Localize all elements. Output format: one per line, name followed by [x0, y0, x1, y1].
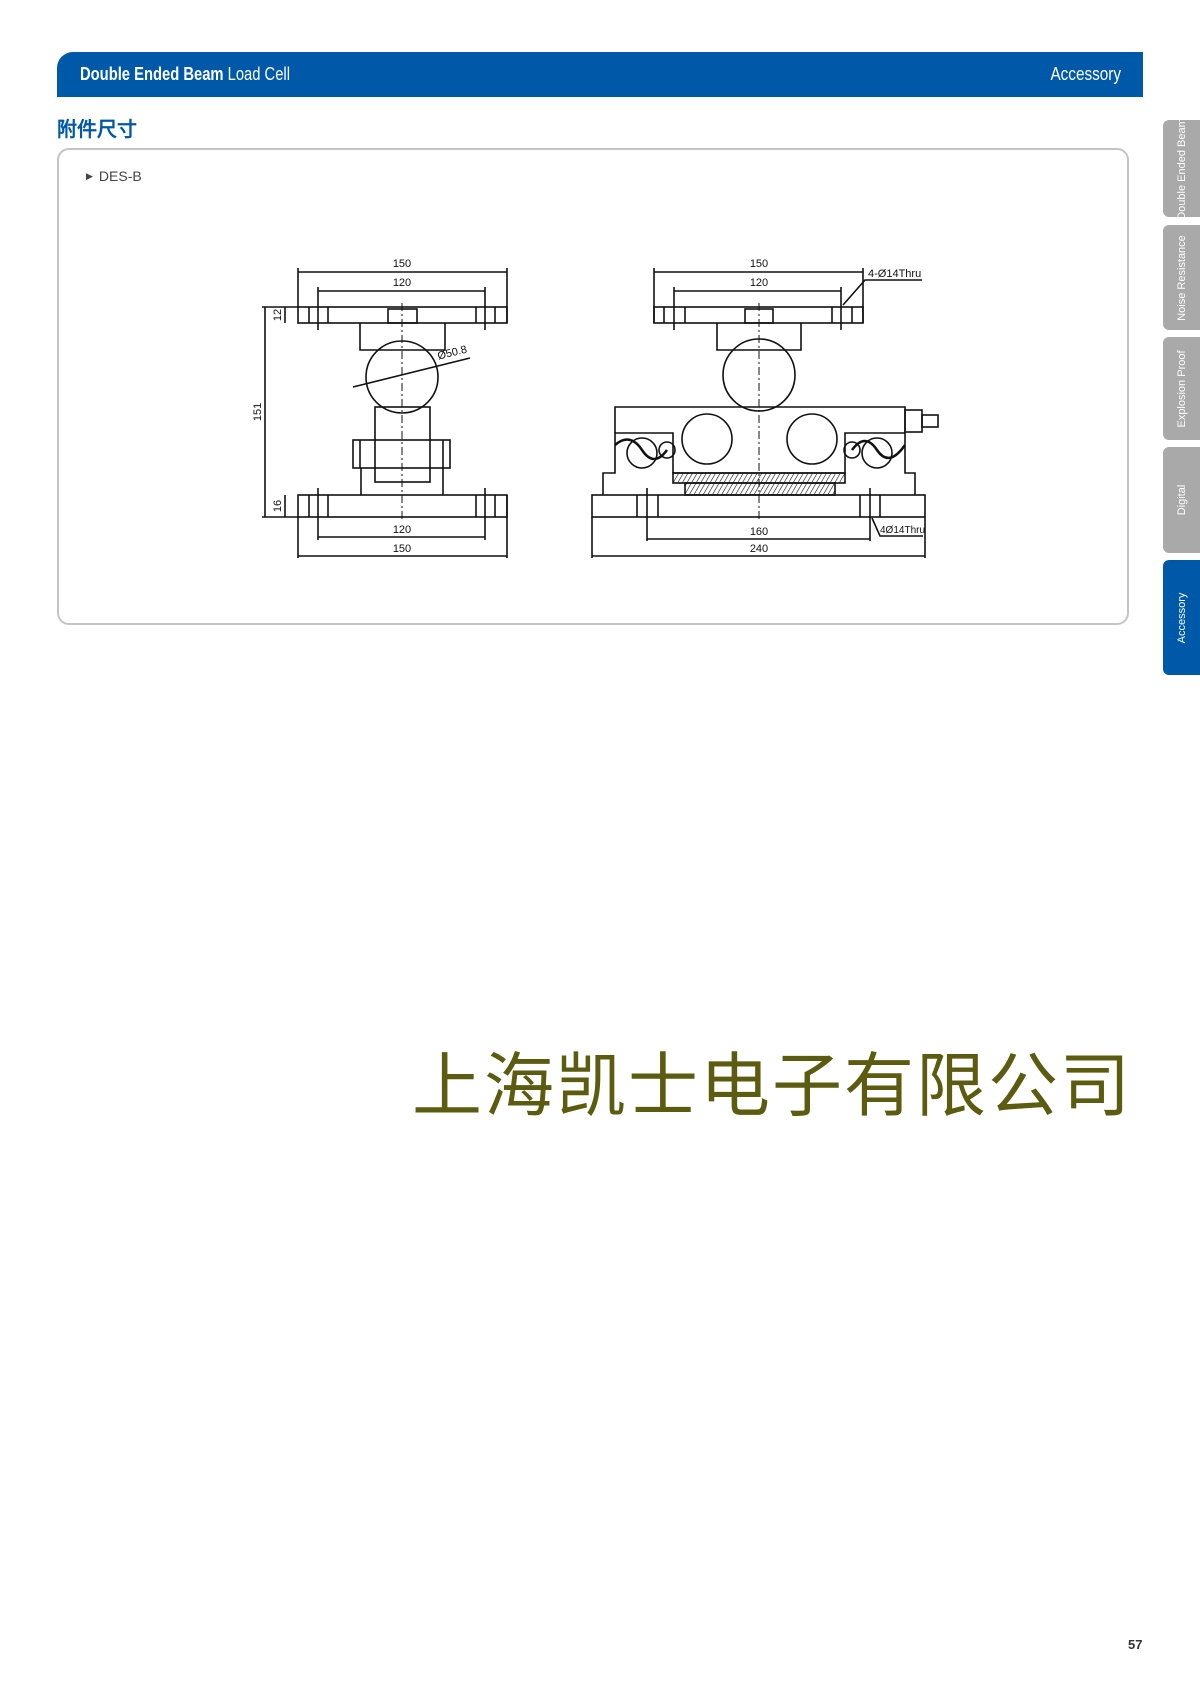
side-tab-label: Digital	[1175, 484, 1188, 516]
technical-drawing: 150 120 12 151 Ø50.8 16 120 150	[252, 258, 939, 558]
side-tab-explosion-proof[interactable]: Explosion Proof	[1163, 337, 1200, 440]
side-dim-height: 151	[252, 403, 264, 421]
dimension-panel: ▶ DES-B	[57, 148, 1129, 625]
side-tab-noise-resistance[interactable]: Noise Resistance	[1163, 225, 1200, 330]
front-dim-top-outer: 150	[750, 258, 768, 270]
front-view-drawing: 150 120 4-Ø14Thru 160 240 4Ø14Thru	[591, 258, 939, 558]
front-dim-bottom-inner: 160	[750, 526, 768, 538]
header-title: Double Ended Beam Load Cell	[80, 64, 290, 85]
side-dim-bottom-thick: 16	[272, 500, 284, 512]
side-tab-label: Accessory	[1175, 592, 1188, 643]
page-number: 57	[1128, 1637, 1143, 1652]
header-title-light: Load Cell	[223, 64, 290, 84]
side-tab-label: Double Ended Beam	[1175, 117, 1188, 220]
header-title-bold: Double Ended Beam	[80, 64, 224, 84]
model-name: DES-B	[98, 168, 142, 184]
header-section: Accessory	[1050, 64, 1121, 84]
side-tab-label: Explosion Proof	[1175, 349, 1188, 428]
company-name: 上海凯士电子有限公司	[412, 1045, 1132, 1127]
side-tab-label: Noise Resistance	[1175, 234, 1188, 321]
side-tab-accessory[interactable]: Accessory	[1163, 560, 1200, 675]
side-dim-bottom-inner: 120	[393, 524, 411, 536]
front-hole-top: 4-Ø14Thru	[868, 268, 921, 280]
side-dim-top-outer: 150	[393, 258, 411, 270]
side-dim-top-thick: 12	[272, 309, 284, 321]
model-label: ▶ DES-B	[86, 168, 142, 184]
triangle-bullet-icon: ▶	[86, 171, 93, 181]
front-hole-bottom: 4Ø14Thru	[880, 525, 925, 536]
page-header: Double Ended Beam Load Cell Accessory	[57, 52, 1143, 97]
side-tab-double-ended-beam[interactable]: Double Ended Beam	[1163, 117, 1200, 220]
side-view-drawing: 150 120 12 151 Ø50.8 16 120 150	[252, 258, 508, 558]
section-title: 附件尺寸	[57, 117, 137, 141]
side-dim-top-inner: 120	[393, 277, 411, 289]
front-dim-top-inner: 120	[750, 277, 768, 289]
side-tab-digital[interactable]: Digital	[1163, 447, 1200, 553]
front-dim-bottom-outer: 240	[750, 543, 768, 555]
side-dim-bottom-outer: 150	[393, 543, 411, 555]
